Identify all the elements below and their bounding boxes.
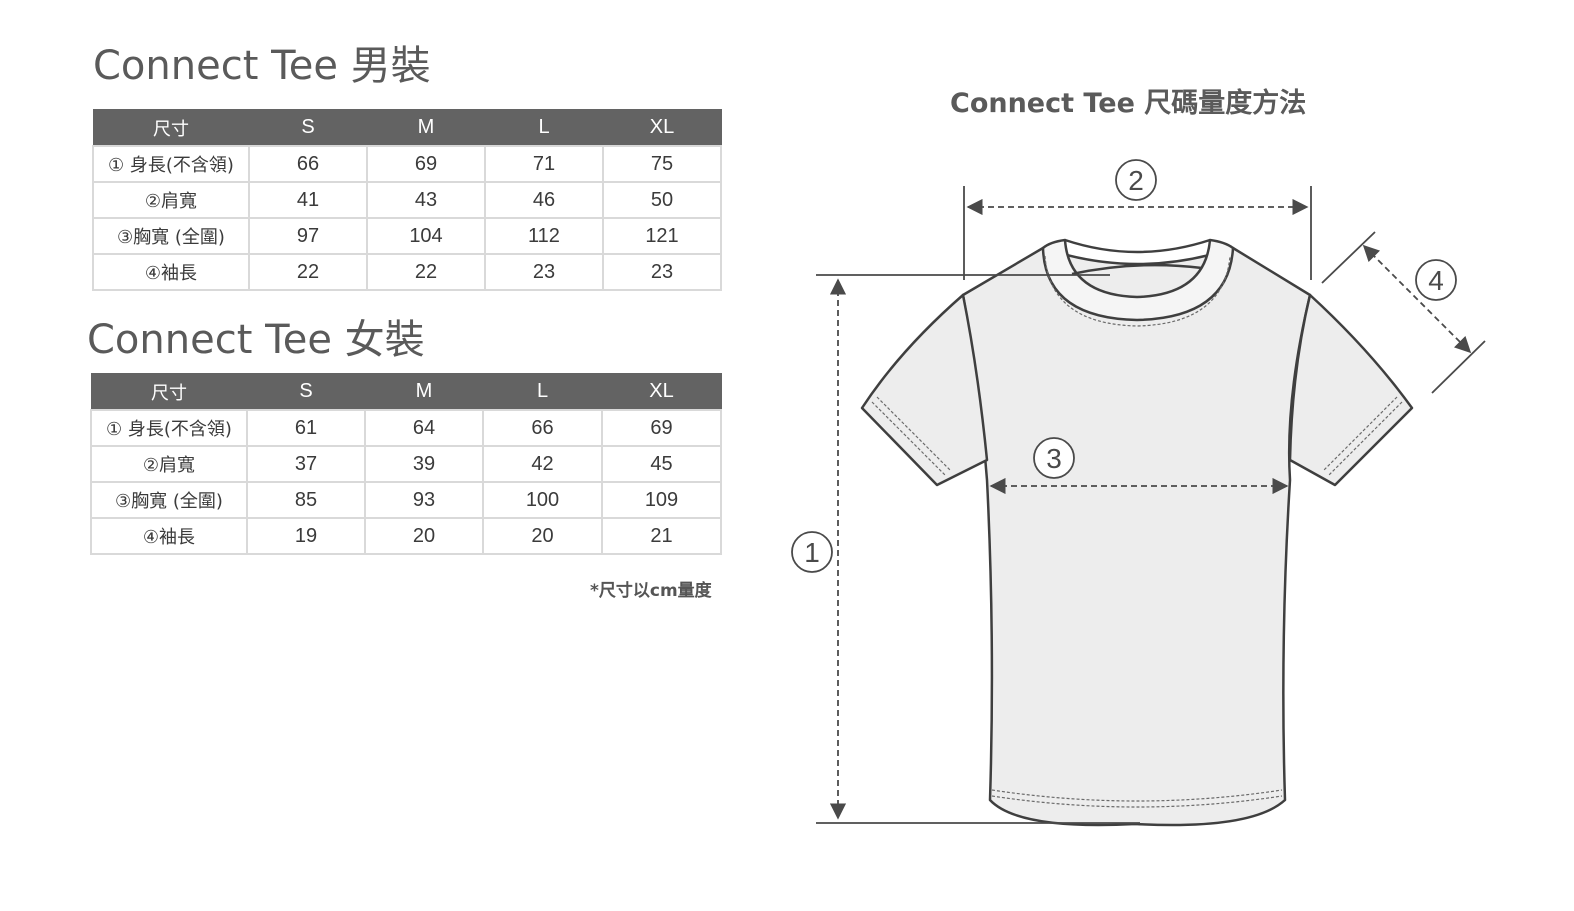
header-xl: XL [601, 373, 722, 411]
table-cell: 85 [246, 481, 366, 519]
table-header-row: 尺寸 S M L XL [90, 373, 722, 411]
tshirt-left-sleeve [860, 293, 989, 487]
tshirt-collar-inner [1064, 238, 1211, 254]
table-cell: 21 [601, 517, 722, 555]
marker-4-label: 4 [1428, 265, 1444, 296]
table-cell: 39 [364, 445, 484, 483]
table-cell: 19 [246, 517, 366, 555]
header-m: M [366, 109, 486, 147]
table-cell: 69 [601, 409, 722, 447]
table-row: ① 身長(不含領) 66 69 71 75 [92, 145, 722, 183]
diagram-title: Connect Tee 尺碼量度方法 [950, 88, 1307, 119]
tshirt-collar [1041, 238, 1235, 322]
marker-3: 3 [1033, 437, 1075, 479]
table-cell: 97 [248, 217, 368, 255]
table-header-row: 尺寸 S M L XL [92, 109, 722, 147]
sleeve-arrow [1362, 244, 1472, 354]
header-m: M [364, 373, 484, 411]
table-row: ④袖長 22 22 23 23 [92, 253, 722, 291]
table-cell: 23 [602, 253, 722, 291]
table-cell: 100 [482, 481, 603, 519]
marker-1-label: 1 [804, 537, 820, 568]
table-cell: 75 [602, 145, 722, 183]
measurement-markers: 1 2 3 4 [791, 159, 1457, 573]
unit-note: *尺寸以cm量度 [590, 581, 712, 601]
table-cell: 93 [364, 481, 484, 519]
table-cell: 23 [484, 253, 604, 291]
row-label: ②肩寬 [92, 181, 250, 219]
table-cell: 20 [364, 517, 484, 555]
table-cell: 50 [602, 181, 722, 219]
table-cell: 42 [482, 445, 603, 483]
header-size: 尺寸 [92, 109, 250, 147]
table-cell: 66 [482, 409, 603, 447]
header-s: S [246, 373, 366, 411]
header-l: L [484, 109, 604, 147]
women-size-table: 尺寸 S M L XL ① 身長(不含領) 61 64 66 69 ②肩寬 37… [90, 373, 722, 555]
tshirt-body [961, 246, 1312, 827]
marker-2-label: 2 [1128, 165, 1144, 196]
measurement-guides [816, 186, 1486, 824]
table-row: ②肩寬 41 43 46 50 [92, 181, 722, 219]
table-cell: 109 [601, 481, 722, 519]
row-label: ④袖長 [90, 517, 248, 555]
sleeve-bottom-line [1431, 340, 1486, 394]
table-cell: 71 [484, 145, 604, 183]
row-label: ④袖長 [92, 253, 250, 291]
table-row: ① 身長(不含領) 61 64 66 69 [90, 409, 722, 447]
table-cell: 22 [248, 253, 368, 291]
marker-1: 1 [791, 531, 833, 573]
header-size: 尺寸 [90, 373, 248, 411]
table-cell: 41 [248, 181, 368, 219]
table-row: ③胸寬 (全圍) 97 104 112 121 [92, 217, 722, 255]
row-label: ③胸寬 (全圍) [90, 481, 248, 519]
row-label: ③胸寬 (全圍) [92, 217, 250, 255]
table-cell: 37 [246, 445, 366, 483]
marker-3-label: 3 [1046, 443, 1062, 474]
table-row: ③胸寬 (全圍) 85 93 100 109 [90, 481, 722, 519]
tshirt-right-sleeve [1288, 293, 1414, 487]
row-label: ① 身長(不含領) [90, 409, 248, 447]
table-cell: 64 [364, 409, 484, 447]
header-l: L [482, 373, 603, 411]
tshirt-outline [860, 238, 1414, 827]
table-cell: 69 [366, 145, 486, 183]
row-label: ① 身長(不含領) [92, 145, 250, 183]
header-xl: XL [602, 109, 722, 147]
table-cell: 43 [366, 181, 486, 219]
sleeve-top-line [1321, 231, 1376, 284]
men-size-chart-title: Connect Tee 男裝 [93, 43, 431, 89]
table-cell: 46 [484, 181, 604, 219]
row-label: ②肩寬 [90, 445, 248, 483]
table-cell: 22 [366, 253, 486, 291]
table-cell: 104 [366, 217, 486, 255]
marker-2: 2 [1115, 159, 1157, 201]
tshirt-measurement-diagram: 1 2 3 4 [791, 159, 1486, 827]
header-s: S [248, 109, 368, 147]
table-cell: 45 [601, 445, 722, 483]
table-cell: 20 [482, 517, 603, 555]
table-cell: 61 [246, 409, 366, 447]
table-cell: 121 [602, 217, 722, 255]
men-size-table: 尺寸 S M L XL ① 身長(不含領) 66 69 71 75 ②肩寬 41… [92, 109, 722, 291]
table-cell: 112 [484, 217, 604, 255]
marker-4: 4 [1415, 259, 1457, 301]
tshirt-collar-back [1071, 263, 1203, 276]
tshirt-stitching [871, 255, 1403, 808]
table-cell: 66 [248, 145, 368, 183]
table-row: ④袖長 19 20 20 21 [90, 517, 722, 555]
women-size-chart-title: Connect Tee 女裝 [87, 317, 425, 363]
table-row: ②肩寬 37 39 42 45 [90, 445, 722, 483]
